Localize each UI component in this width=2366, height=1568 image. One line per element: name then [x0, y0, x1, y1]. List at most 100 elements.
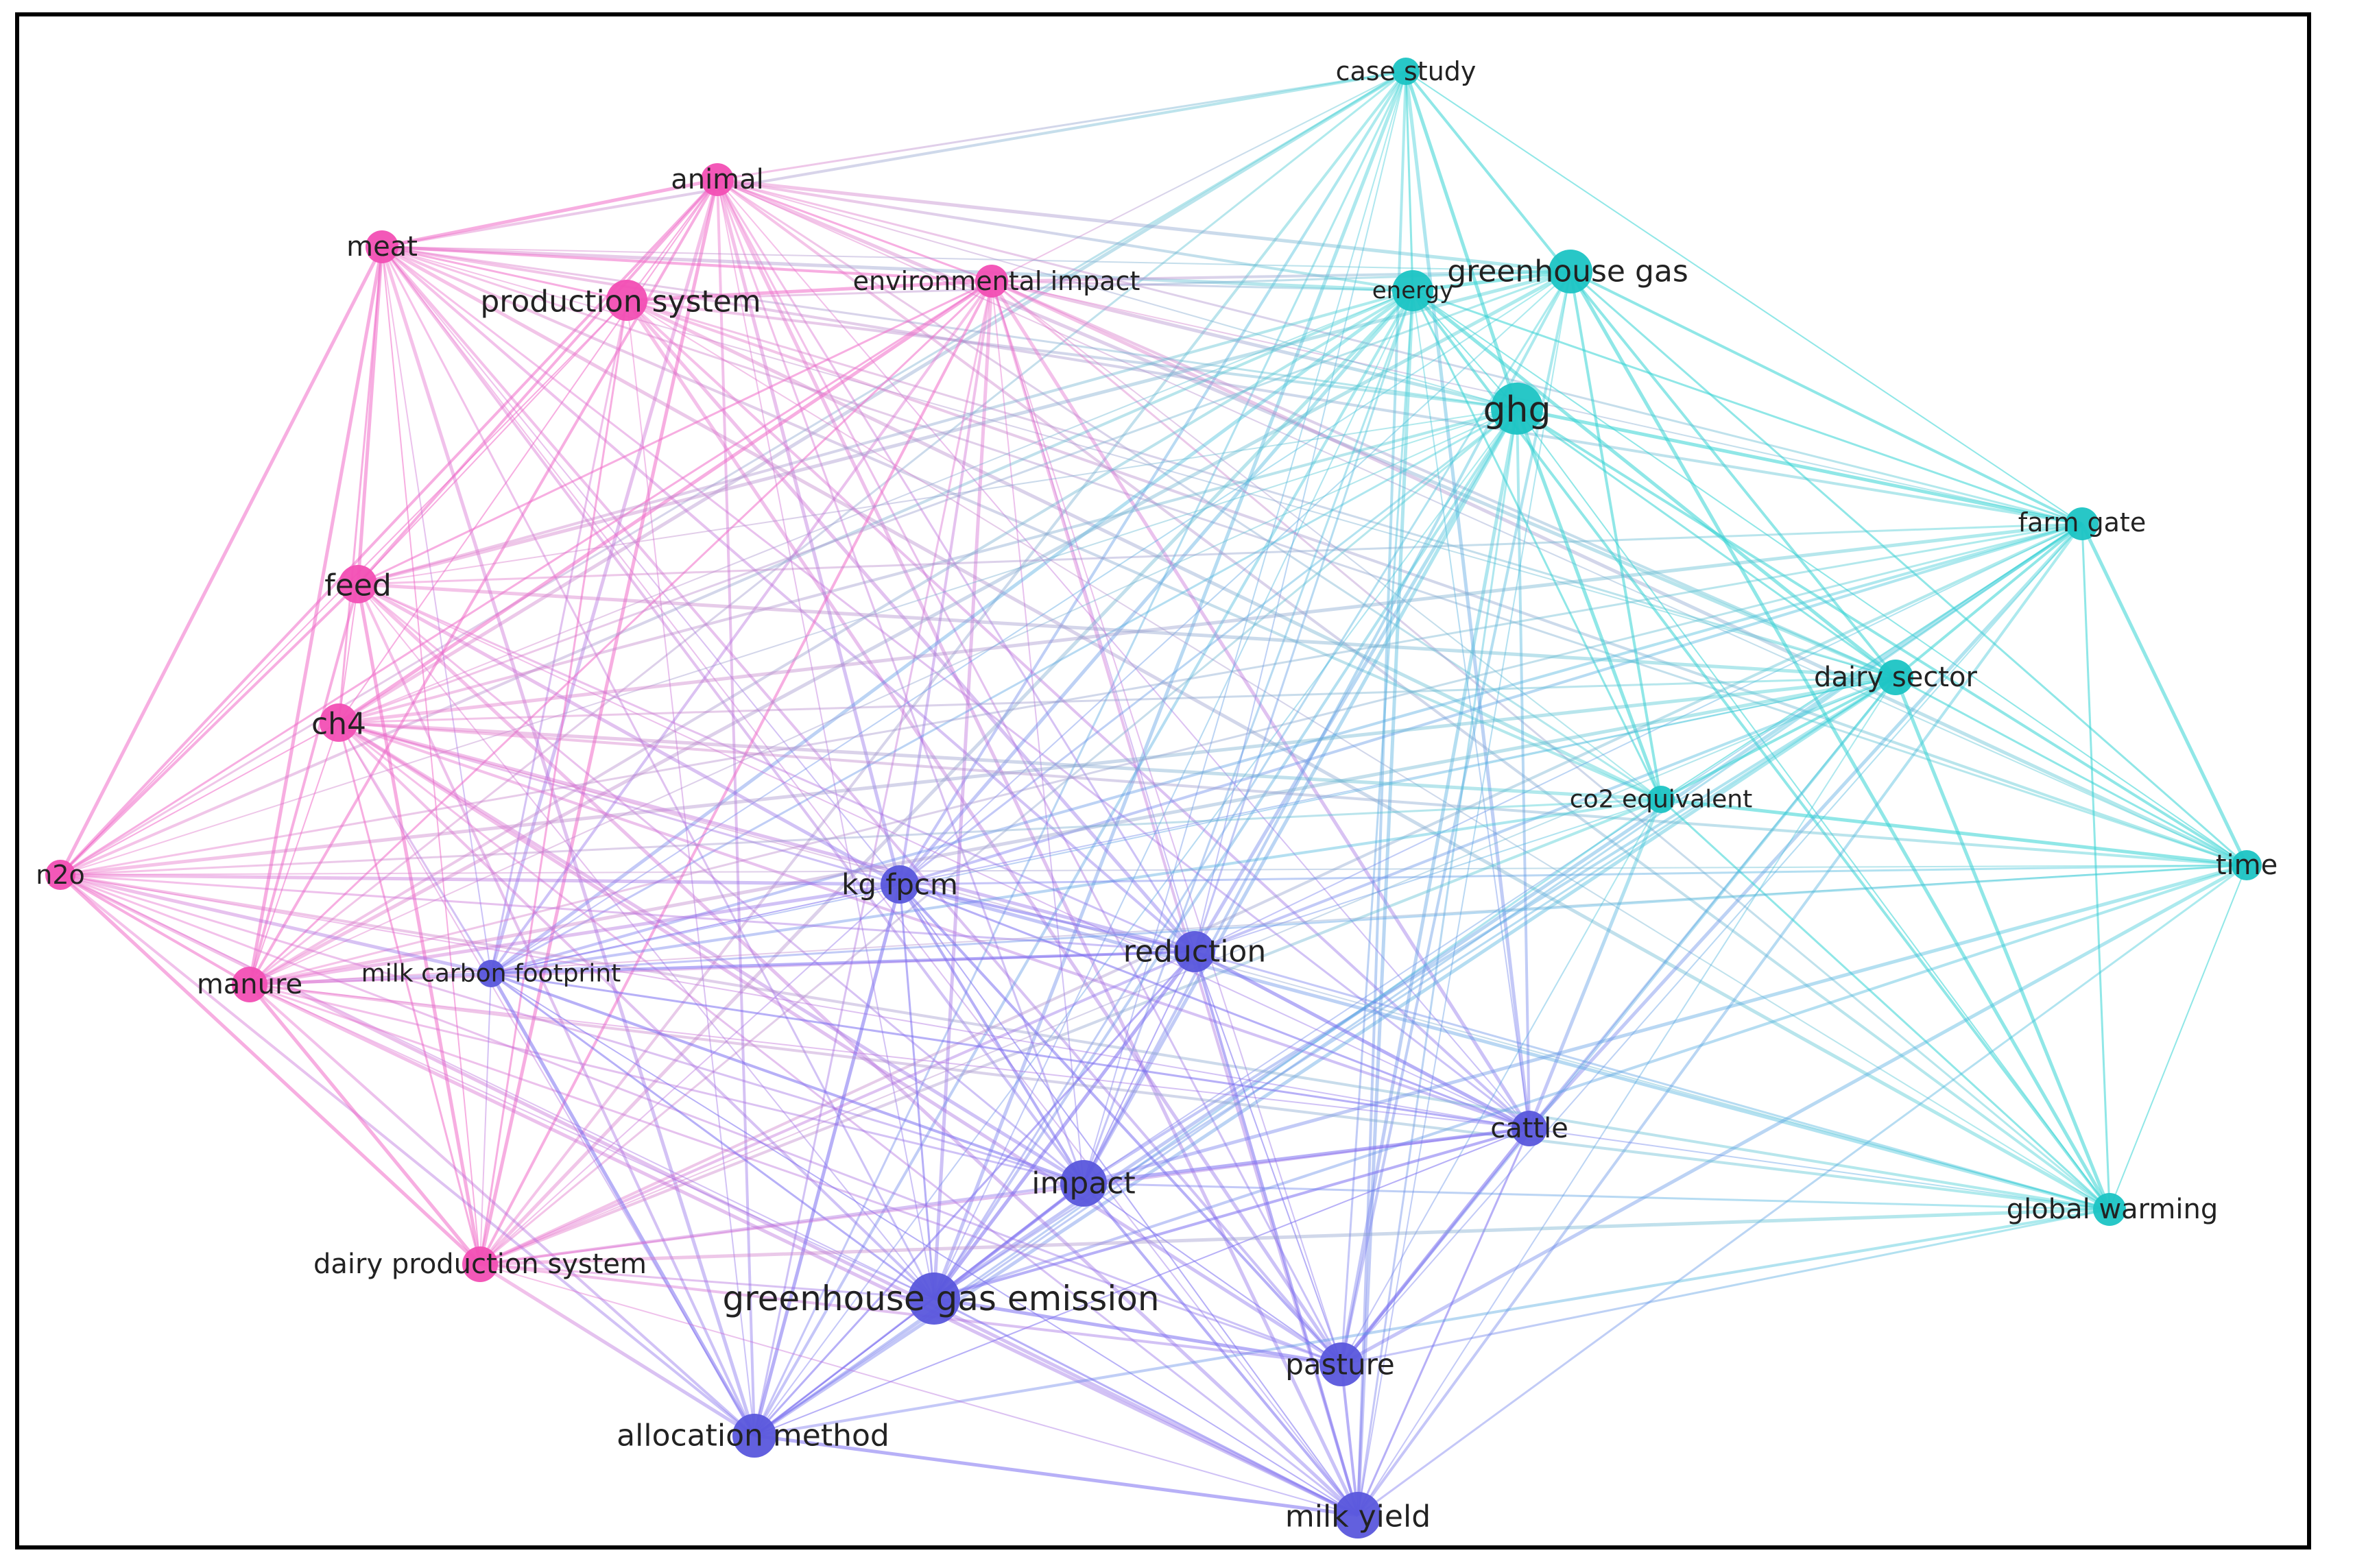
edge-greenhouse_gas-kg_fpcm — [899, 271, 1571, 885]
edge-n2o-pasture — [60, 873, 1342, 1366]
edge-meat-impact — [381, 245, 1085, 1185]
node-environmental-impact[interactable] — [975, 265, 1008, 298]
edge-n2o-manure — [59, 873, 251, 986]
edge-manure-allocation_method — [248, 983, 756, 1437]
edge-n2o-dairy_production_system — [59, 873, 481, 1266]
edge-ch4-greenhouse_gas_emission — [337, 721, 935, 1300]
edge-case_study-ch4 — [337, 69, 1407, 725]
edge-environmental_impact-time — [990, 279, 2248, 867]
edge-energy-allocation_method — [753, 290, 1414, 1436]
edge-dairy_sector-ch4 — [338, 676, 1896, 724]
node-reduction[interactable] — [1174, 931, 1215, 972]
edge-greenhouse_gas-milk_carbon_footprint — [490, 271, 1571, 974]
edge-meat-production_system — [381, 245, 628, 302]
label-animal: animal — [671, 164, 764, 195]
node-co2-equivalent[interactable] — [1647, 786, 1675, 813]
edge-production_system-co2_equivalent — [625, 298, 1662, 801]
node-allocation-method[interactable] — [732, 1414, 776, 1458]
edge-dairy_production_system-pasture — [479, 1263, 1342, 1366]
edge-meat-ch4 — [337, 246, 383, 723]
label-milk-carbon-footprint: milk carbon footprint — [361, 960, 621, 988]
edge-feed-kg_fpcm — [357, 582, 901, 886]
edge-energy-reduction — [1193, 290, 1414, 952]
node-production-system[interactable] — [606, 280, 647, 321]
edge-ghg-pasture — [1339, 408, 1519, 1365]
edge-energy-dairy_production_system — [479, 289, 1414, 1266]
edge-case_study-cattle — [1404, 71, 1531, 1129]
label-energy: energy — [1372, 277, 1453, 304]
edge-environmental_impact-milk_yield — [990, 280, 1359, 1516]
edge-impact-pasture — [1083, 1183, 1342, 1365]
edge-farm_gate-milk_carbon_footprint — [490, 522, 2083, 975]
edge-energy-farm_gate — [1412, 289, 2083, 525]
edge-greenhouse_gas-ch4 — [338, 270, 1571, 724]
node-kg-fpcm[interactable] — [881, 865, 919, 904]
edge-energy-feed — [357, 289, 1413, 586]
node-greenhouse-gas[interactable] — [1549, 250, 1592, 293]
label-feed: feed — [324, 568, 392, 603]
edge-ghg-co2_equivalent — [1515, 408, 1663, 800]
edge-manure-cattle — [249, 984, 1530, 1129]
edge-impact-global_warming — [1083, 1182, 2110, 1211]
node-greenhouse-gas-emission[interactable] — [908, 1273, 960, 1325]
edge-case_study-kg_fpcm — [898, 70, 1407, 886]
node-ghg[interactable] — [1491, 383, 1543, 435]
node-manure[interactable] — [232, 967, 267, 1002]
node-global-warming[interactable] — [2093, 1193, 2126, 1226]
label-pasture: pasture — [1285, 1348, 1395, 1382]
edge-farm_gate-ch4 — [338, 522, 2083, 725]
edge-ghg-dairy_sector — [1516, 407, 1896, 679]
node-dairy-production-system[interactable] — [462, 1246, 498, 1282]
node-pasture[interactable] — [1319, 1342, 1363, 1386]
edge-animal-production_system — [626, 179, 718, 301]
edge-ghg-kg_fpcm — [899, 407, 1518, 886]
node-ch4[interactable] — [320, 703, 358, 742]
edge-co2_equivalent-time — [1660, 797, 2247, 867]
edge-co2_equivalent-n2o — [60, 798, 1662, 876]
node-animal[interactable] — [701, 163, 734, 196]
edge-environmental_impact-dairy_production_system — [479, 280, 993, 1265]
edge-manure-greenhouse_gas_emission — [249, 984, 935, 1299]
label-case-study: case study — [1336, 56, 1477, 86]
label-impact: impact — [1031, 1166, 1135, 1201]
edge-ch4-manure — [249, 722, 339, 985]
edges-layer — [58, 69, 2249, 1517]
node-cattle[interactable] — [1511, 1111, 1547, 1146]
edge-case_study-reduction — [1194, 71, 1407, 952]
edge-cattle-greenhouse_gas_emission — [933, 1127, 1530, 1300]
edge-case_study-impact — [1083, 71, 1407, 1184]
edge-kg_fpcm-time — [899, 864, 2247, 886]
label-farm-gate: farm gate — [2018, 507, 2146, 538]
node-dairy-sector[interactable] — [1878, 660, 1913, 695]
edge-energy-dairy_sector — [1411, 289, 1897, 679]
edge-production_system-cattle — [625, 299, 1531, 1130]
label-ghg: ghg — [1483, 389, 1551, 431]
edge-energy-ghg — [1412, 290, 1518, 409]
edge-reduction-dairy_production_system — [479, 950, 1195, 1266]
edge-farm_gate-milk_yield — [1357, 522, 2083, 1517]
edge-time-global_warming — [2109, 865, 2247, 1210]
edge-manure-global_warming — [249, 983, 2110, 1211]
node-impact[interactable] — [1060, 1160, 1107, 1207]
edge-n2o-kg_fpcm — [60, 873, 900, 886]
edge-n2o-cattle — [60, 874, 1530, 1129]
node-meat[interactable] — [366, 230, 398, 263]
edge-reduction-milk_carbon_footprint — [490, 950, 1195, 975]
edge-energy-greenhouse_gas — [1412, 269, 1571, 293]
node-energy[interactable] — [1392, 270, 1433, 311]
edge-global_warming-allocation_method — [754, 1208, 2110, 1437]
edge-case_study-allocation_method — [753, 71, 1407, 1436]
edge-dairy_production_system-greenhouse_gas_emission — [479, 1263, 935, 1300]
node-case-study[interactable] — [1392, 58, 1420, 85]
node-milk-carbon-footprint[interactable] — [477, 960, 505, 987]
node-n2o[interactable] — [45, 860, 75, 890]
node-farm-gate[interactable] — [2066, 507, 2099, 540]
edge-ch4-impact — [337, 721, 1085, 1185]
node-milk-yield[interactable] — [1335, 1492, 1381, 1539]
node-time[interactable] — [2232, 850, 2262, 880]
edge-kg_fpcm-milk_carbon_footprint — [490, 884, 900, 974]
node-feed[interactable] — [339, 565, 377, 603]
edge-ghg-ch4 — [338, 407, 1518, 724]
edge-manure-milk_carbon_footprint — [249, 972, 492, 987]
edge-impact-dairy_production_system — [479, 1182, 1084, 1266]
